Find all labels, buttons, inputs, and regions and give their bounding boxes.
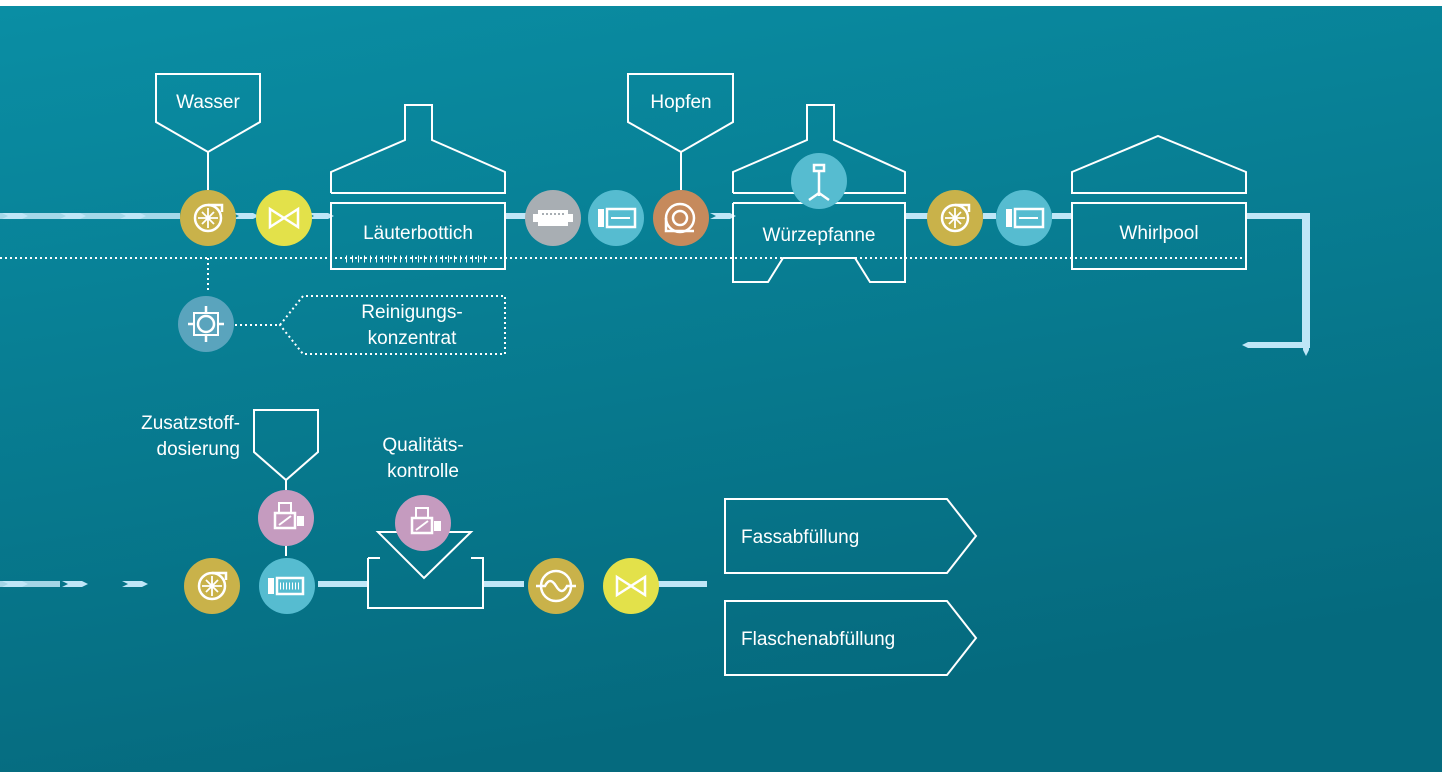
measurement-icon bbox=[395, 495, 451, 551]
label-whirlpool: Whirlpool bbox=[1119, 223, 1198, 244]
filter-icon bbox=[259, 558, 315, 614]
hop-hopper bbox=[627, 73, 734, 190]
flow-segment bbox=[1052, 213, 1072, 219]
label-reinigungskonzentrat-2: konzentrat bbox=[368, 328, 457, 349]
label-qualitatskontrolle-2: kontrolle bbox=[387, 461, 459, 482]
heat-exchanger-icon bbox=[528, 558, 584, 614]
label-hopfen: Hopfen bbox=[650, 92, 711, 113]
label-zusatzstoffdosierung-1: Zusatzstoff- bbox=[141, 413, 240, 434]
valve-icon bbox=[603, 558, 659, 614]
flow-segment bbox=[983, 213, 996, 219]
agitator-icon bbox=[791, 153, 847, 209]
label-qualitatskontrolle-1: Qualitäts- bbox=[382, 435, 463, 456]
cleaning-valve-icon bbox=[178, 296, 234, 352]
label-wurzepfanne: Würzepfanne bbox=[762, 225, 875, 246]
additive-hopper bbox=[253, 409, 319, 556]
whirlpool-vessel bbox=[1071, 134, 1247, 270]
background bbox=[0, 6, 1442, 772]
fassabfullung-box bbox=[724, 498, 978, 574]
pump-icon bbox=[184, 558, 240, 614]
wurzepfanne-vessel bbox=[732, 104, 906, 283]
motor-icon bbox=[525, 190, 581, 246]
flow-meter-icon bbox=[996, 190, 1052, 246]
water-hopper bbox=[155, 73, 261, 190]
flow-meter-icon bbox=[588, 190, 644, 246]
pump-icon bbox=[180, 190, 236, 246]
flaschenabfullung-box bbox=[724, 600, 978, 676]
label-wasser: Wasser bbox=[176, 92, 240, 113]
label-zusatzstoffdosierung-2: dosierung bbox=[157, 439, 240, 460]
label-lauterbottich: Läuterbottich bbox=[363, 223, 473, 244]
dosing-pump-icon bbox=[653, 190, 709, 246]
label-flaschenabfullung: Flaschenabfüllung bbox=[741, 629, 895, 650]
pump-icon bbox=[927, 190, 983, 246]
lauterbottich-vessel bbox=[330, 104, 506, 270]
label-fassabfullung: Fassabfüllung bbox=[741, 527, 859, 548]
cleaning-line bbox=[0, 257, 1245, 355]
valve-icon bbox=[256, 190, 312, 246]
label-reinigungskonzentrat-1: Reinigungs- bbox=[361, 302, 462, 323]
measurement-icon bbox=[258, 490, 314, 546]
